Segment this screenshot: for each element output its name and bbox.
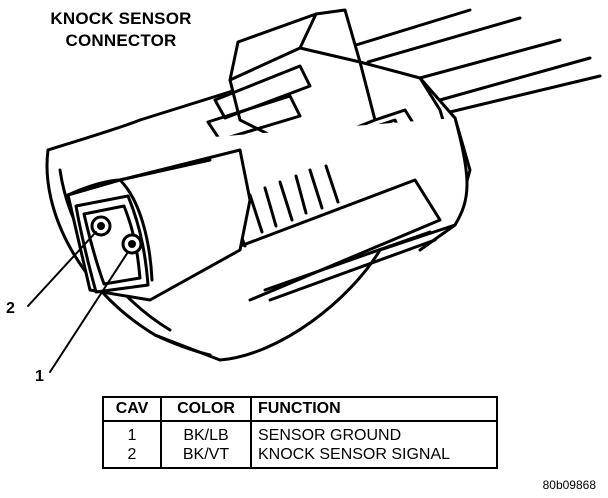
cell-color: BK/VT — [160, 445, 252, 469]
cell-function: KNOCK SENSOR SIGNAL — [250, 445, 498, 469]
wire-harness — [354, 8, 602, 114]
callout-pin-1: 1 — [35, 368, 44, 385]
diagram-title: KNOCK SENSOR CONNECTOR — [36, 8, 206, 52]
title-line-1: KNOCK SENSOR — [50, 9, 192, 28]
cell-cav: 1 — [102, 421, 162, 445]
table-row: 2 BK/VT KNOCK SENSOR SIGNAL — [102, 445, 498, 469]
cell-cav: 2 — [102, 445, 162, 469]
figure-id: 80b09868 — [542, 478, 596, 492]
cell-color: BK/LB — [160, 421, 252, 445]
header-cav: CAV — [102, 396, 162, 422]
terminal-cavities — [90, 215, 143, 255]
header-function: FUNCTION — [250, 396, 498, 422]
header-color: COLOR — [160, 396, 252, 422]
title-line-2: CONNECTOR — [65, 31, 177, 50]
table-row: 1 BK/LB SENSOR GROUND — [102, 421, 498, 445]
pinout-table: CAV COLOR FUNCTION 1 BK/LB SENSOR GROUND… — [102, 396, 498, 469]
callout-leaders — [27, 231, 129, 373]
callout-pin-2: 2 — [6, 300, 15, 317]
cell-function: SENSOR GROUND — [250, 421, 498, 445]
table-header-row: CAV COLOR FUNCTION — [102, 396, 498, 422]
